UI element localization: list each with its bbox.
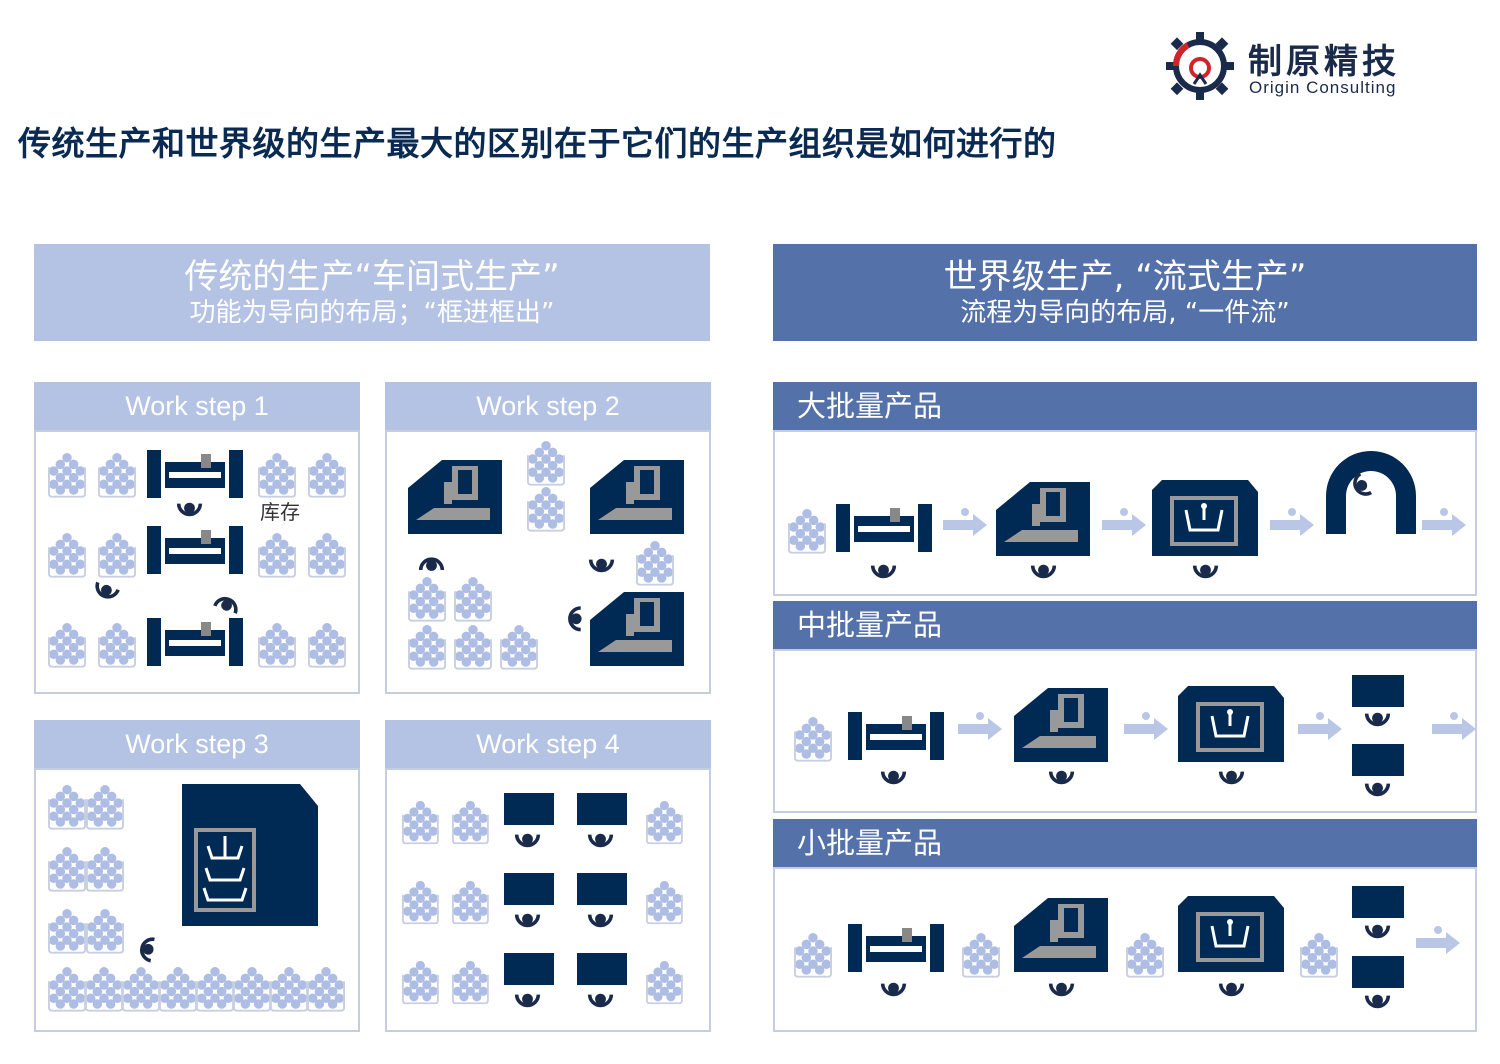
- left-header-line2: 功能为导向的布局；“框进框出”: [189, 297, 555, 328]
- right-header-line1: 世界级生产, “流式生产”: [943, 256, 1307, 297]
- work-step-1-label: Work step 1: [34, 382, 360, 430]
- left-header-line1: 传统的生产“车间式生产”: [184, 256, 560, 297]
- work-step-3: Work step 3: [34, 720, 360, 1032]
- work-step-4: Work step 4: [385, 720, 711, 1032]
- right-panel-header: 世界级生产, “流式生产” 流程为导向的布局, “一件流”: [773, 244, 1477, 341]
- inventory-label: 库存: [260, 500, 300, 524]
- left-panel-header: 传统的生产“车间式生产” 功能为导向的布局；“框进框出”: [34, 244, 710, 341]
- work-step-2-label: Work step 2: [385, 382, 711, 430]
- section-medium-batch-label: 中批量产品: [773, 601, 1477, 649]
- section-large-batch-label: 大批量产品: [773, 382, 1477, 430]
- work-step-3-label: Work step 3: [34, 720, 360, 768]
- page-title: 传统生产和世界级的生产最大的区别在于它们的生产组织是如何进行的: [18, 124, 1057, 163]
- work-step-4-label: Work step 4: [385, 720, 711, 768]
- section-medium-batch: 中批量产品: [773, 601, 1477, 813]
- logo-name-cn: 制原精技: [1248, 42, 1400, 82]
- gear-logo-icon: [1166, 32, 1234, 100]
- section-large-batch: 大批量产品: [773, 382, 1477, 596]
- section-small-batch: 小批量产品: [773, 819, 1477, 1032]
- section-small-batch-label: 小批量产品: [773, 819, 1477, 867]
- work-step-2: Work step 2: [385, 382, 711, 694]
- work-step-1: Work step 1: [34, 382, 360, 694]
- right-header-line2: 流程为导向的布局, “一件流”: [960, 297, 1290, 328]
- logo-name-en: Origin Consulting: [1249, 78, 1397, 97]
